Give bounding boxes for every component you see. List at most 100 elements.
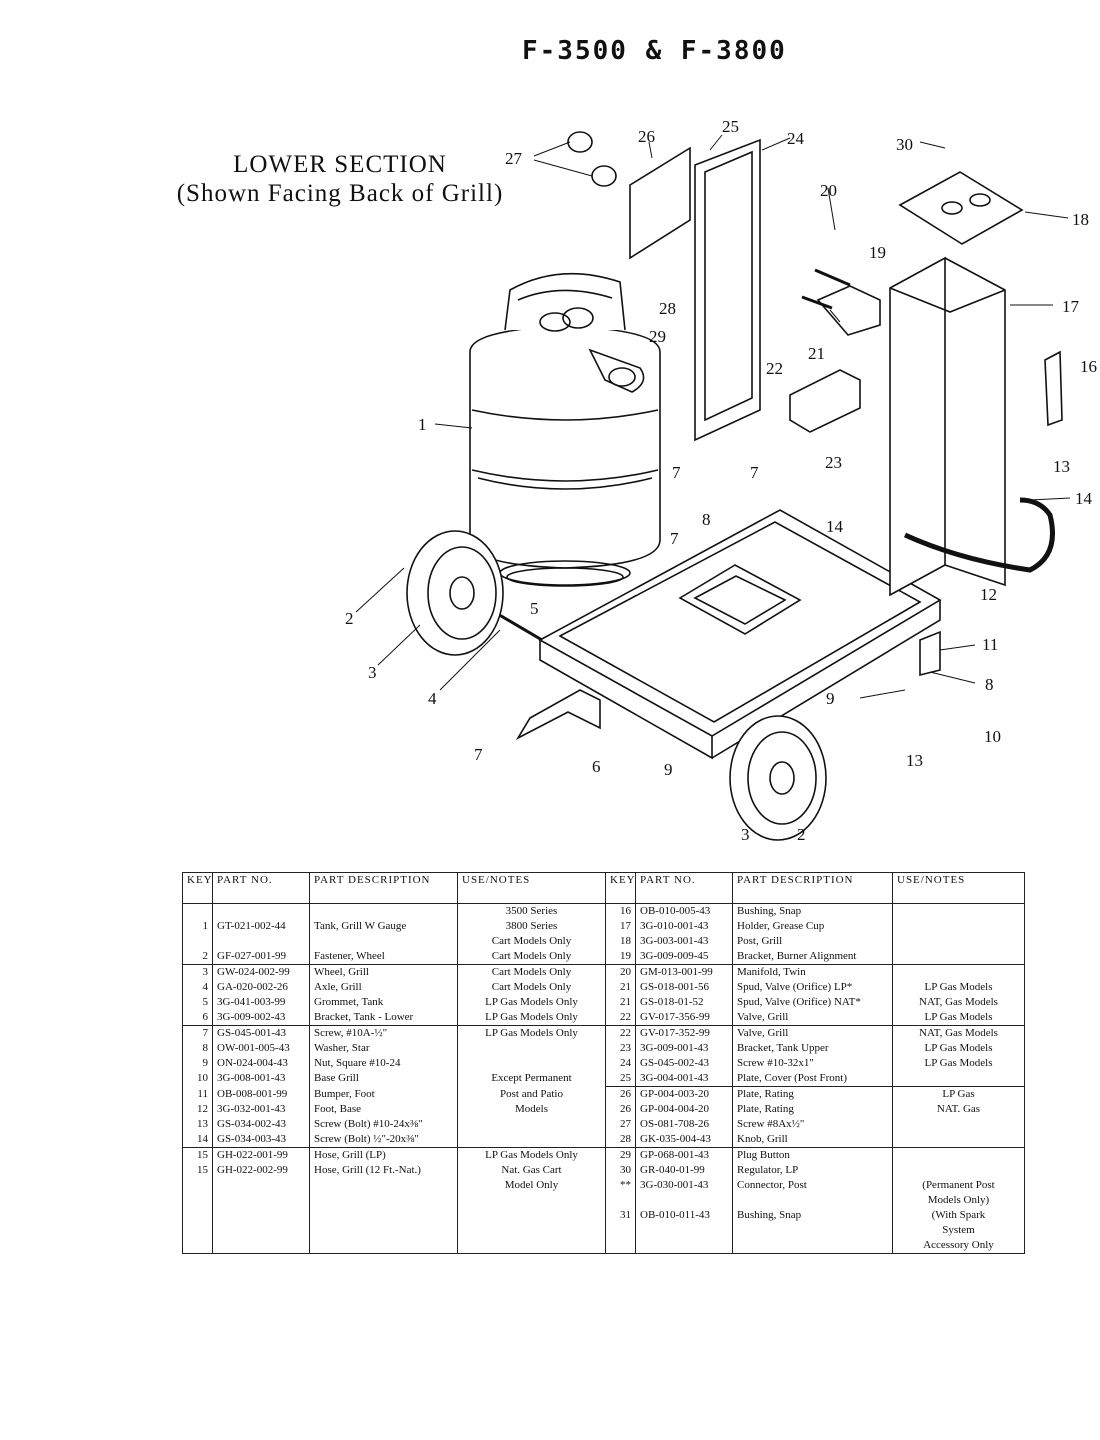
right-notes-cell: LP Gas Models bbox=[892, 1041, 1025, 1056]
left-desc-cell: Bracket, Tank - Lower bbox=[309, 1010, 458, 1026]
right-part-cell: 3G-004-001-43 bbox=[635, 1071, 733, 1087]
right-part-cell: GR-040-01-99 bbox=[635, 1163, 733, 1178]
callout-6: 6 bbox=[592, 757, 601, 776]
right-part-cell: 3G-010-001-43 bbox=[635, 919, 733, 934]
right-desc-cell: Screw #10-32x1" bbox=[732, 1056, 893, 1071]
right-part-cell: GV-017-356-99 bbox=[635, 1010, 733, 1026]
left-notes-cell bbox=[457, 1208, 606, 1223]
right-notes-cell bbox=[892, 1071, 1025, 1087]
callout-labels: 1 2 2 3 3 4 5 6 7 7 7 7 8 8 9 9 10 11 12… bbox=[345, 117, 1097, 844]
left-part-cell: 3G-041-003-99 bbox=[212, 995, 310, 1010]
left-notes-cell: 3800 Series bbox=[457, 919, 606, 934]
right-key-cell: 21 bbox=[605, 980, 636, 995]
header-part-no: PART NO. bbox=[635, 872, 733, 904]
callout-25: 24 bbox=[787, 129, 805, 148]
right-part-cell: 3G-003-001-43 bbox=[635, 934, 733, 949]
right-key-cell: 30 bbox=[605, 1163, 636, 1178]
left-part-cell: 3G-009-002-43 bbox=[212, 1010, 310, 1026]
callout-27: 26 bbox=[638, 127, 655, 146]
left-part-cell: OB-008-001-99 bbox=[212, 1086, 310, 1102]
left-notes-cell bbox=[457, 1223, 606, 1238]
left-desc-cell bbox=[309, 934, 458, 949]
left-key-cell: 14 bbox=[182, 1132, 213, 1148]
right-notes-cell: System bbox=[892, 1223, 1025, 1238]
left-key-cell: 3 bbox=[182, 964, 213, 980]
left-part-cell bbox=[212, 1193, 310, 1208]
callout-29: 28 bbox=[659, 299, 676, 318]
right-part-cell: GS-045-002-43 bbox=[635, 1056, 733, 1071]
burner-alignment-bracket bbox=[898, 171, 1024, 245]
left-notes-cell: Cart Models Only bbox=[457, 964, 606, 980]
callout-31: 30 bbox=[896, 135, 913, 154]
right-desc-cell: Holder, Grease Cup bbox=[732, 919, 893, 934]
right-part-cell: GS-018-001-56 bbox=[635, 980, 733, 995]
left-key-cell: 7 bbox=[182, 1025, 213, 1041]
left-notes-cell bbox=[457, 1132, 606, 1148]
right-key-cell: 22 bbox=[605, 1025, 636, 1041]
left-part-cell: GT-021-002-44 bbox=[212, 919, 310, 934]
right-notes-cell bbox=[892, 1163, 1025, 1178]
left-desc-cell: Hose, Grill (LP) bbox=[309, 1147, 458, 1163]
left-notes-cell: Models bbox=[457, 1102, 606, 1117]
left-desc-cell: Washer, Star bbox=[309, 1041, 458, 1056]
right-part-cell: OB-010-011-43 bbox=[635, 1208, 733, 1223]
left-notes-cell: LP Gas Models Only bbox=[457, 995, 606, 1010]
left-key-cell: 1 bbox=[182, 919, 213, 934]
grill-post bbox=[889, 256, 1006, 597]
right-key-cell bbox=[605, 1223, 636, 1238]
right-part-cell: GP-068-001-43 bbox=[635, 1147, 733, 1163]
right-key-cell: 31 bbox=[605, 1208, 636, 1223]
callout-23: 22 bbox=[766, 359, 783, 378]
left-desc-cell bbox=[309, 1208, 458, 1223]
right-desc-cell: Bracket, Tank Upper bbox=[732, 1041, 893, 1056]
left-desc-cell: Tank, Grill W Gauge bbox=[309, 919, 458, 934]
left-key-cell: 4 bbox=[182, 980, 213, 995]
callout-12: 11 bbox=[982, 635, 998, 654]
left-part-cell bbox=[212, 903, 310, 919]
left-desc-cell: Screw (Bolt) #10-24x⅜" bbox=[309, 1117, 458, 1132]
left-part-cell: GS-045-001-43 bbox=[212, 1025, 310, 1041]
left-part-cell: GH-022-002-99 bbox=[212, 1163, 310, 1178]
left-desc-cell bbox=[309, 1238, 458, 1254]
right-notes-cell bbox=[892, 1147, 1025, 1163]
right-notes-cell bbox=[892, 903, 1025, 919]
left-notes-cell: Except Permanent bbox=[457, 1071, 606, 1087]
right-notes-cell bbox=[892, 1117, 1025, 1132]
knob-lower bbox=[591, 165, 617, 187]
callout-1: 1 bbox=[418, 415, 427, 434]
right-desc-cell: Spud, Valve (Orifice) NAT* bbox=[732, 995, 893, 1010]
right-notes-cell bbox=[892, 949, 1025, 965]
right-part-cell bbox=[635, 1238, 733, 1254]
callout-2: 2 bbox=[345, 609, 354, 628]
left-key-cell: 11 bbox=[182, 1086, 213, 1102]
left-part-cell: 3G-008-001-43 bbox=[212, 1071, 310, 1087]
right-notes-cell: NAT. Gas bbox=[892, 1102, 1025, 1117]
left-notes-cell: Nat. Gas Cart bbox=[457, 1163, 606, 1178]
left-part-cell: GH-022-001-99 bbox=[212, 1147, 310, 1163]
left-notes-cell: LP Gas Models Only bbox=[457, 1010, 606, 1026]
left-notes-cell: Post and Patio bbox=[457, 1086, 606, 1102]
right-notes-cell: NAT, Gas Models bbox=[892, 995, 1025, 1010]
left-desc-cell: Fastener, Wheel bbox=[309, 949, 458, 965]
right-desc-cell bbox=[732, 1223, 893, 1238]
rating-plate bbox=[629, 146, 691, 260]
right-key-cell: 26 bbox=[605, 1086, 636, 1102]
right-desc-cell: Connector, Post bbox=[732, 1178, 893, 1193]
left-part-cell: GF-027-001-99 bbox=[212, 949, 310, 965]
callout-21: 20 bbox=[820, 181, 837, 200]
right-key-cell: 27 bbox=[605, 1117, 636, 1132]
right-key-cell: 18 bbox=[605, 934, 636, 949]
manifold bbox=[816, 285, 881, 336]
right-part-cell: GV-017-352-99 bbox=[635, 1025, 733, 1041]
left-key-cell: 6 bbox=[182, 1010, 213, 1026]
left-notes-cell bbox=[457, 1041, 606, 1056]
right-part-cell: GP-004-003-20 bbox=[635, 1086, 733, 1102]
callout-9: 9 bbox=[826, 689, 835, 708]
section-title: LOWER SECTION bbox=[233, 151, 447, 178]
